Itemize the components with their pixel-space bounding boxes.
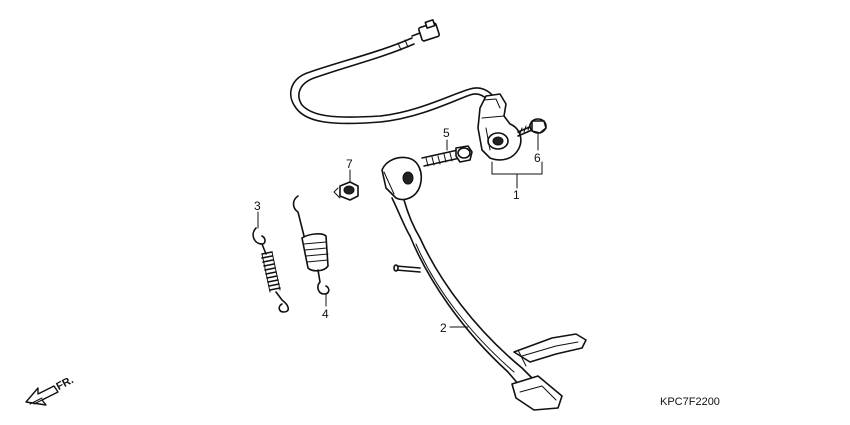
nut-7 [333,181,359,201]
diagram-code: KPC7F2200 [660,396,720,408]
callout-4: 4 [322,307,329,321]
bolt-6 [517,118,547,137]
side-stand-switch-assembly [289,19,522,161]
callout-5: 5 [443,126,450,140]
wire-harness [289,37,494,125]
spring-4 [292,195,330,295]
bolt-5 [421,145,473,167]
callout-1: 1 [513,188,520,202]
callout-7: 7 [346,157,353,171]
front-direction-arrow-icon [25,385,59,406]
switch-body [477,93,522,161]
front-direction-label: FR. [54,374,75,393]
callout-3: 3 [254,199,261,213]
callout-leaders [257,133,543,328]
spring-3 [252,227,290,313]
wire-connector [411,19,441,42]
side-stand-2 [381,156,587,411]
callout-2: 2 [440,321,447,335]
callout-6: 6 [534,151,541,165]
